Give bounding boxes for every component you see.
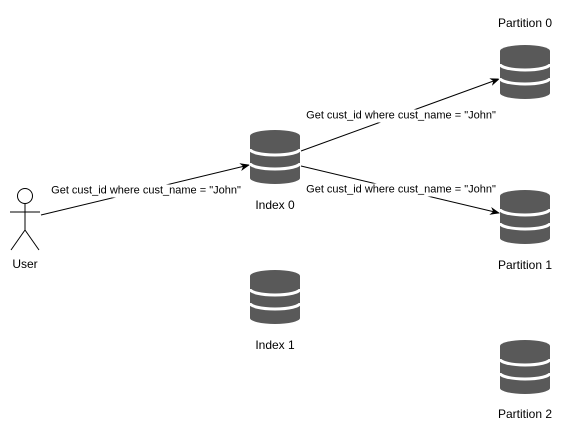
index1-label: Index 1 (255, 338, 295, 352)
edge-label-index0-to-partition0: Get cust_id where cust_name = "John" (305, 109, 497, 123)
edge-label-user-to-index0: Get cust_id where cust_name = "John" (50, 184, 242, 198)
index0-label: Index 0 (255, 198, 295, 212)
partition2-label: Partition 2 (497, 407, 553, 421)
database-icon-partition1 (498, 188, 552, 246)
user-label: User (12, 257, 38, 271)
partition1-label: Partition 1 (497, 258, 553, 272)
edge-label-index0-to-partition1: Get cust_id where cust_name = "John" (305, 183, 497, 197)
database-icon-index0 (248, 128, 302, 186)
database-icon-index1 (248, 268, 302, 326)
partition0-label: Partition 0 (497, 16, 553, 30)
database-icon-partition0 (498, 43, 552, 101)
stick-figure-icon (10, 188, 40, 251)
database-icon-partition2 (498, 338, 552, 396)
